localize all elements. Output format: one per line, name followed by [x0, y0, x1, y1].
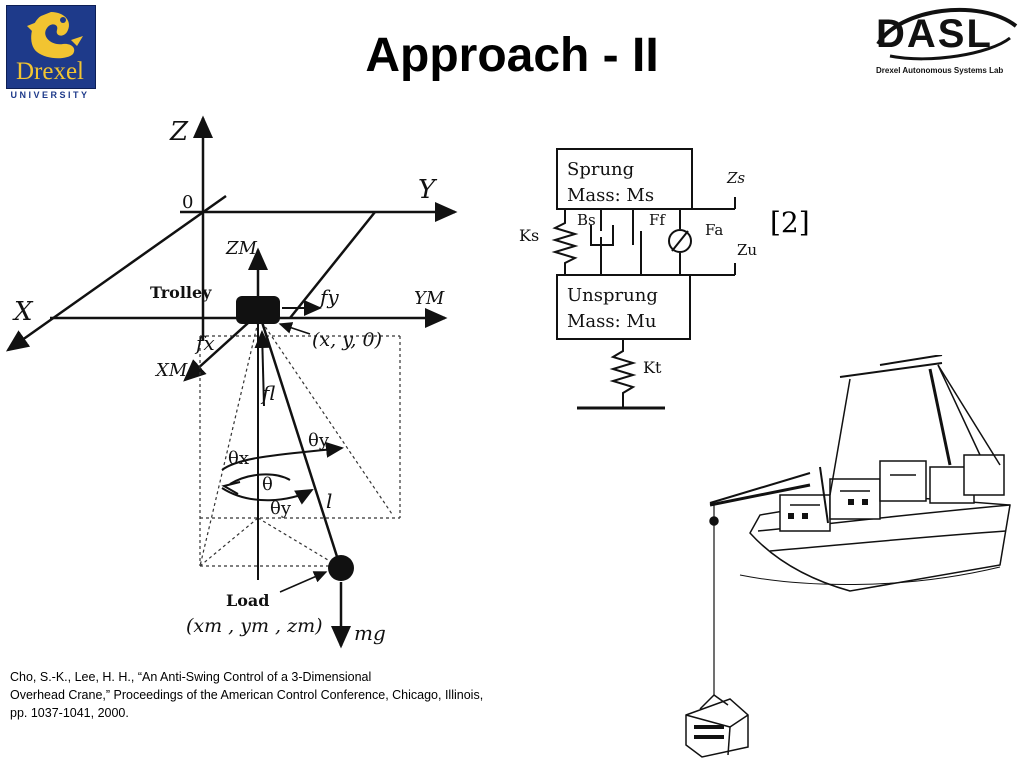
- trolley-pos-arrow: [278, 322, 311, 335]
- dasl-logo-subtitle: Drexel Autonomous Systems Lab: [876, 66, 1004, 75]
- label-fy: fy: [318, 285, 339, 309]
- label-load-pos: (xm , ym , zm): [186, 615, 323, 637]
- x-axis: [5, 194, 227, 352]
- label-ym: YM: [414, 288, 445, 309]
- drexel-logo: [6, 5, 96, 89]
- label-mg: mg: [354, 621, 386, 645]
- kt-spring: [609, 339, 637, 407]
- label-zm: ZM: [225, 238, 258, 259]
- ship-crane-illustration: [685, 355, 1011, 758]
- label-sprung: Sprung: [567, 159, 634, 180]
- drexel-logo-subtitle: UNIVERSITY: [10, 90, 90, 100]
- crane-boom: [709, 483, 811, 507]
- cable-line: [260, 321, 342, 567]
- theta-y-upper-arc: [221, 441, 344, 471]
- label-unsprung: Unsprung: [567, 285, 658, 306]
- label-zs: Zs: [726, 169, 745, 187]
- citation-line-1: Cho, S.-K., Lee, H. H., “An Anti-Swing C…: [10, 670, 372, 684]
- slide-title: Approach - II: [365, 29, 659, 82]
- dasl-logo: [870, 4, 1020, 84]
- label-unsprung-mass: Mass: Mu: [567, 311, 656, 332]
- label-theta: θ: [262, 474, 273, 495]
- label-z: Z: [169, 117, 189, 147]
- theta-x-arc: [229, 473, 291, 485]
- label-y: Y: [418, 175, 438, 205]
- citation-line-2: Overhead Crane,” Proceedings of the Amer…: [10, 688, 484, 702]
- citation-text: Cho, S.-K., Lee, H. H., “An Anti-Swing C…: [10, 668, 570, 722]
- fl-arrow: [254, 330, 271, 407]
- label-fx: fx: [194, 331, 215, 355]
- label-fl: fl: [260, 381, 275, 405]
- label-bs: Bs: [577, 211, 596, 229]
- label-load: Load: [226, 591, 269, 610]
- label-trolley-pos: (x, y, 0): [312, 329, 382, 351]
- label-length: l: [326, 489, 332, 513]
- xm-axis: [183, 313, 259, 382]
- label-fa: Fa: [705, 221, 723, 239]
- dasl-logo-word: DASL: [876, 12, 993, 56]
- label-kt: Kt: [643, 358, 662, 377]
- crane-3d-diagram: Z Y X 0 ZM YM XM Trolley fy fx fl (x, y,…: [5, 115, 458, 649]
- label-trolley: Trolley: [150, 283, 212, 302]
- ship-mast: [928, 368, 952, 466]
- reference-tag: [2]: [770, 206, 810, 239]
- dragon-emblem-icon: [27, 12, 83, 59]
- load-mass: [328, 555, 354, 581]
- theta-arrowhead: [221, 481, 241, 495]
- projection-box: [199, 321, 401, 567]
- theta-y-lower-arc: [221, 487, 314, 505]
- label-origin: 0: [182, 192, 193, 213]
- label-x: X: [12, 297, 34, 327]
- load-pointer: [279, 571, 328, 593]
- suspension-model-diagram: Sprung Mass: Ms Unsprung Mass: Mu Ks Bs …: [519, 148, 757, 410]
- label-ks: Ks: [519, 226, 539, 245]
- label-ff: Ff: [649, 211, 666, 229]
- trolley-block: [236, 296, 280, 324]
- drexel-logo-word: Drexel: [15, 58, 85, 85]
- label-theta-x: θx: [228, 448, 249, 469]
- dasl-swoosh-icon: [876, 7, 1018, 61]
- sprung-mass-box: [556, 148, 693, 210]
- label-xm: XM: [154, 360, 188, 381]
- label-sprung-mass: Mass: Ms: [567, 185, 654, 206]
- fa-actuator: [668, 229, 692, 253]
- ks-spring: [551, 209, 579, 275]
- label-theta-y-lower: θy: [270, 498, 292, 519]
- citation-line-3: pp. 1037-1041, 2000.: [10, 706, 129, 720]
- label-zu: Zu: [737, 241, 757, 259]
- label-theta-y-upper: θy: [308, 430, 330, 451]
